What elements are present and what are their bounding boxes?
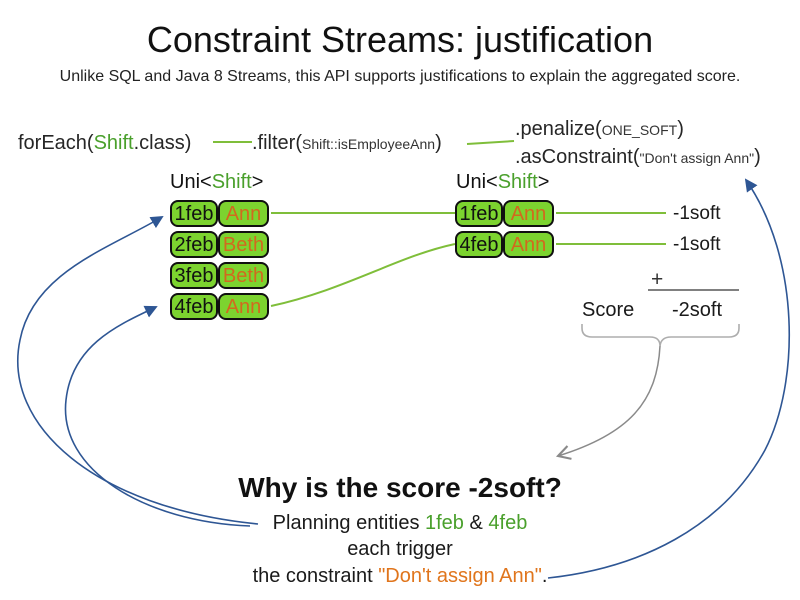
table-row: 1feb Ann (170, 200, 269, 227)
shift-employee-cell: Ann (503, 200, 554, 227)
page-subtitle: Unlike SQL and Java 8 Streams, this API … (59, 68, 741, 85)
table-row: 3feb Beth (170, 262, 269, 289)
code-filter-arg-rest: ::isEmployeeAnn (330, 136, 436, 152)
expl-line1-pre: Planning entities (272, 512, 425, 534)
shift-date-cell: 4feb (170, 293, 218, 320)
code-asconstraint-post: ) (754, 146, 761, 168)
shift-date-cell: 1feb (170, 200, 218, 227)
code-filter: .filter(Shift::isEmployeeAnn) (252, 131, 442, 156)
gray-arrow-to-explanation (555, 345, 661, 460)
table-row: 4feb Ann (455, 231, 554, 258)
left-type-pre: Uni< (170, 171, 212, 193)
code-penalize-post: ) (677, 118, 684, 140)
score-label: Score (582, 299, 635, 321)
right-type-name: Shift (497, 171, 538, 193)
explanation-line-3: the constraint "Don't assign Ann". (0, 564, 800, 589)
code-penalize-pre: .penalize( (515, 118, 602, 140)
code-foreach-class: Shift (93, 132, 134, 154)
expl-entity-1feb: 1feb (425, 512, 464, 534)
expl-line3-post: . (541, 565, 548, 587)
table-row: 4feb Ann (170, 293, 269, 320)
expl-line3-pre: the constraint (252, 565, 379, 587)
left-stream-type-label: Uni<Shift> (170, 170, 263, 194)
code-foreach-post: .class) (133, 132, 192, 154)
code-foreach-pre: forEach( (18, 132, 94, 154)
explanation-heading: Why is the score -2soft? (238, 472, 562, 503)
page-title: Constraint Streams: justification (146, 19, 654, 60)
code-penalize-arg: ONE_SOFT (601, 122, 678, 138)
expl-line1-mid: & (463, 512, 489, 534)
expl-constraint-name: "Don't assign Ann" (378, 565, 542, 587)
right-stream-table: 1feb Ann 4feb Ann (455, 200, 554, 262)
code-foreach: forEach(Shift.class) (18, 131, 191, 155)
left-type-name: Shift (211, 171, 252, 193)
right-stream-type-label: Uni<Shift> (456, 170, 549, 194)
shift-employee-cell: Ann (218, 200, 269, 227)
score-brace (581, 324, 740, 347)
shift-employee-cell: Beth (218, 231, 269, 258)
left-stream-table: 1feb Ann 2feb Beth 3feb Beth 4feb Ann (170, 200, 269, 324)
total-score: -2soft (672, 299, 723, 321)
table-row: 2feb Beth (170, 231, 269, 258)
code-asconstraint: .asConstraint("Don't assign Ann") (515, 145, 761, 170)
shift-employee-cell: Ann (218, 293, 269, 320)
shift-date-cell: 2feb (170, 231, 218, 258)
plus-sign: + (651, 268, 664, 291)
table-row: 1feb Ann (455, 200, 554, 227)
shift-employee-cell: Ann (503, 231, 554, 258)
explanation-line-1: Planning entities 1feb & 4feb (0, 511, 800, 536)
left-type-post: > (251, 171, 264, 193)
code-asconstraint-pre: .asConstraint( (515, 146, 640, 168)
connector-filter-penalize (466, 140, 515, 145)
code-filter-arg-class: Shift (302, 136, 331, 152)
shift-date-cell: 1feb (455, 200, 503, 227)
right-type-pre: Uni< (456, 171, 498, 193)
explanation-line-2: each trigger (347, 538, 453, 560)
penalty-label-2: -1soft (673, 234, 721, 255)
code-filter-pre: .filter( (252, 132, 302, 154)
connector-4feb-curve (270, 243, 456, 307)
penalty-label-1: -1soft (673, 203, 721, 224)
code-penalize: .penalize(ONE_SOFT) (515, 117, 684, 142)
expl-entity-4feb: 4feb (488, 512, 528, 534)
right-type-post: > (537, 171, 550, 193)
code-filter-post: ) (435, 132, 442, 154)
shift-date-cell: 3feb (170, 262, 218, 289)
shift-employee-cell: Beth (218, 262, 269, 289)
code-asconstraint-arg: "Don't assign Ann" (639, 150, 755, 166)
shift-date-cell: 4feb (455, 231, 503, 258)
